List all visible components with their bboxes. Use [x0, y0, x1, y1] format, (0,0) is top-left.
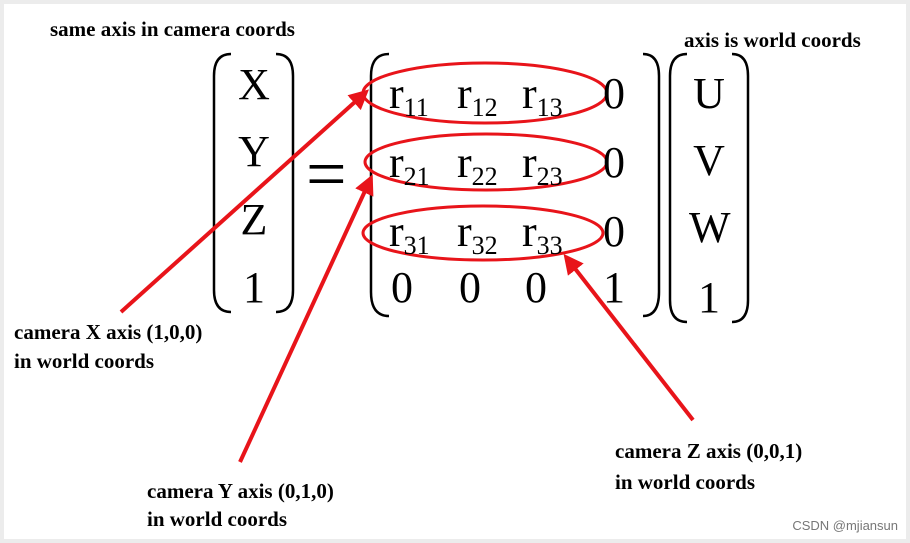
camera-y-arrow [238, 174, 374, 463]
camera-z-label-line1: camera Z axis (0,0,1) [615, 439, 803, 463]
row3-highlight-ellipse [361, 204, 605, 262]
matrix-m24: 0 [603, 138, 625, 187]
camera-x-label-line1: camera X axis (1,0,0) [14, 320, 203, 344]
matrix-r33: r33 [522, 207, 563, 260]
right-title: axis is world coords [684, 28, 861, 52]
left-vector-z: Z [240, 195, 268, 244]
matrix-m41: 0 [391, 263, 413, 312]
matrix-r22: r22 [457, 138, 498, 191]
camera-x-arrow [119, 89, 369, 314]
camera-y-label-line1: camera Y axis (0,1,0) [147, 479, 334, 503]
left-title: same axis in camera coords [50, 17, 295, 41]
matrix-r23: r23 [522, 138, 563, 191]
row2-highlight-ellipse [363, 132, 609, 192]
matrix-m42: 0 [459, 263, 481, 312]
matrix-r31: r31 [389, 207, 430, 260]
right-vector-right-bracket [731, 52, 750, 324]
matrix-m34: 0 [603, 207, 625, 256]
right-vector-w: W [689, 203, 731, 252]
left-vector-one: 1 [243, 263, 265, 312]
right-vector-u: U [693, 69, 725, 118]
matrix-left-bracket [369, 52, 390, 318]
matrix-r32: r32 [457, 207, 498, 260]
left-vector-left-bracket [212, 52, 232, 314]
matrix-right-bracket [642, 52, 661, 318]
left-vector-x: X [238, 60, 270, 109]
matrix-r11: r11 [389, 69, 429, 122]
right-vector-one: 1 [698, 273, 720, 322]
right-vector-left-bracket [668, 52, 688, 324]
matrix-m44: 1 [603, 263, 625, 312]
left-vector-y: Y [238, 127, 270, 176]
camera-y-label-line2: in world coords [147, 507, 288, 531]
equals-sign: = [306, 134, 347, 214]
camera-x-label-line2: in world coords [14, 349, 155, 373]
matrix-r12: r12 [457, 69, 498, 122]
matrix-r21: r21 [389, 138, 430, 191]
right-vector-v: V [693, 136, 725, 185]
matrix-r13: r13 [522, 69, 563, 122]
matrix-m43: 0 [525, 263, 547, 312]
camera-z-arrow [563, 253, 695, 422]
watermark: CSDN @mjiansun [792, 518, 898, 533]
matrix-m14: 0 [603, 69, 625, 118]
left-vector-right-bracket [275, 52, 295, 314]
camera-z-label-line2: in world coords [615, 470, 756, 494]
figure-frame [4, 4, 906, 539]
